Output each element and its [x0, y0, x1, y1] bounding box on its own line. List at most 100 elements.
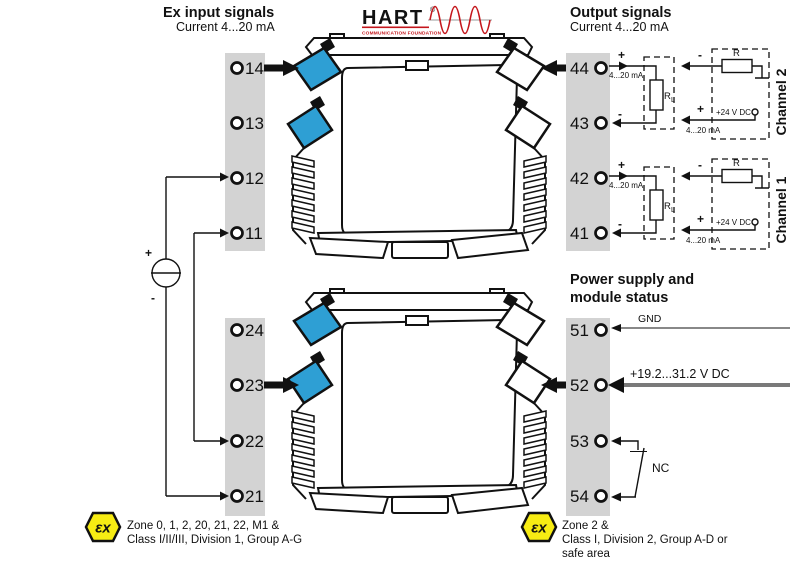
channel2-supply-option: - R + +24 V DC 4...20 mA	[681, 48, 770, 140]
channel1-plus-label: +	[618, 158, 625, 172]
terminal-54-label: 54	[570, 487, 589, 506]
channel2-supply-resistor-label: R	[733, 48, 740, 59]
power-wiring: GND +19.2...31.2 V DC NC	[608, 313, 790, 502]
channel1-range-label: 4...20 mA	[609, 181, 644, 190]
wire-arrow-11	[220, 228, 229, 238]
approval-left-line1: Zone 0, 1, 2, 20, 21, 22, M1 &	[127, 520, 279, 532]
gnd-arrow	[611, 324, 621, 332]
terminal-41-label: 41	[570, 224, 589, 243]
isolator-module-top	[286, 32, 552, 260]
channel2-supply-minus-label: -	[698, 48, 702, 62]
channel2-supply-resistor	[721, 58, 753, 74]
approval-right-line3: safe area	[562, 548, 611, 560]
source-minus-label: -	[151, 291, 155, 305]
approval-right: εx Zone 2 & Class I, Division 2, Group A…	[520, 511, 728, 560]
channel1-load-resistor	[649, 189, 664, 221]
nc-arrow-53	[611, 436, 621, 446]
terminal-43-label: 43	[570, 114, 589, 133]
channel2-load-option: + 4...20 mA - R L	[609, 48, 675, 130]
input-loop-wiring: + -	[145, 172, 229, 501]
channel1-return-arrow	[612, 228, 621, 238]
terminal-23-label: 23	[245, 376, 264, 395]
source-loop-wire	[165, 176, 220, 497]
channel1-supply-resistor	[721, 168, 753, 184]
terminal-21-label: 21	[245, 487, 264, 506]
hart-logo-name: HART	[362, 7, 424, 29]
channel2-supply-plus-label: +	[697, 102, 704, 116]
channel2-return-arrow	[612, 118, 621, 128]
channel2-minus-label: -	[618, 107, 622, 121]
input-strip-bottom	[225, 318, 265, 516]
terminal-14-port	[230, 61, 244, 75]
terminal-block-input-bottom: 24 23 22 21	[230, 321, 264, 506]
ex-glyph-left: εx	[95, 520, 111, 537]
channel2-out-arrow	[619, 61, 628, 71]
channel2-supply-minus-arrow	[681, 61, 690, 71]
terminal-44-label: 44	[570, 59, 589, 78]
series-link-wire	[193, 232, 220, 442]
terminal-51-port	[594, 323, 608, 337]
channel1-supply-range-label: 4...20 mA	[686, 236, 721, 245]
channel1-supply-plus-arrow	[681, 225, 690, 235]
terminal-11-label: 11	[245, 224, 263, 243]
power-title-line1: Power supply and	[570, 272, 694, 288]
source-plus-label: +	[145, 246, 152, 260]
channel1-supply-top-wire	[689, 175, 769, 189]
channel2-supply-top-wire	[689, 65, 769, 79]
nc-arrow-54	[611, 492, 621, 502]
ex-hexagon-right-icon	[520, 511, 558, 543]
channel1-load-option: + 4...20 mA - R L	[609, 158, 675, 240]
channel1-resistor-sub: L	[671, 207, 675, 214]
output-subtitle: Current 4...20 mA	[570, 20, 669, 34]
channel1-minus-label: -	[618, 217, 622, 231]
channel1-supply-option: - R + +24 V DC 4...20 mA	[681, 158, 770, 250]
ex-glyph-right: εx	[531, 520, 547, 537]
terminal-54-port	[594, 489, 608, 503]
terminal-21-port	[230, 489, 244, 503]
terminal-22-label: 22	[245, 432, 264, 451]
output-arrow-44-head	[541, 60, 557, 76]
channel1-supply-minus-arrow	[681, 171, 690, 181]
current-source-symbol: + -	[145, 246, 181, 305]
channel1-resistor-label: R	[664, 201, 671, 212]
approval-left: εx Zone 0, 1, 2, 20, 21, 22, M1 & Class …	[84, 511, 302, 546]
channel2-load-dashed-box	[643, 56, 675, 130]
signal-flow-arrows	[264, 60, 566, 393]
channel2-dc24-label: +24 V DC	[716, 108, 751, 117]
terminal-12-label: 12	[245, 169, 264, 188]
channel2-supply-range-label: 4...20 mA	[686, 126, 721, 135]
output-title: Output signals	[570, 5, 672, 21]
power-title-line2: module status	[570, 290, 668, 306]
hart-logo-rule	[362, 26, 429, 29]
channel2-plus-label: +	[618, 48, 625, 62]
input-arrow-23-head	[283, 377, 299, 393]
channel2-resistor-sub: L	[671, 97, 675, 104]
terminal-53-port	[594, 434, 608, 448]
input-arrow-14-head	[283, 60, 299, 76]
channel2-load-resistor	[649, 79, 664, 111]
supply-arrow	[608, 377, 624, 393]
terminal-42-port	[594, 171, 608, 185]
terminal-52-port	[594, 378, 608, 392]
channel1-supply-minus-label: -	[698, 158, 702, 172]
channel2-label: Channel 2	[773, 68, 789, 135]
channel1-label: Channel 1	[773, 176, 789, 243]
supply-label: +19.2...31.2 V DC	[630, 367, 730, 381]
channel2-supply-plus-arrow	[681, 115, 690, 125]
nc-wire-53	[614, 440, 639, 450]
hart-sine-wave-icon	[429, 5, 491, 35]
channel1-out-arrow	[619, 171, 628, 181]
terminal-block-output: 44 43 42 41	[570, 59, 608, 243]
nc-label: NC	[652, 461, 670, 475]
approval-right-line2: Class I, Division 2, Group A-D or	[562, 534, 728, 546]
power-strip	[566, 318, 610, 516]
channel1-dc24-terminal	[751, 218, 759, 226]
terminal-41-port	[594, 226, 608, 240]
ex-input-title: Ex input signals	[163, 5, 274, 21]
channel1-supply-resistor-label: R	[733, 158, 740, 169]
nc-contact-lever	[634, 447, 645, 498]
terminal-13-port	[230, 116, 244, 130]
channel1-load-dashed-box	[643, 166, 675, 240]
terminal-11-port	[230, 226, 244, 240]
